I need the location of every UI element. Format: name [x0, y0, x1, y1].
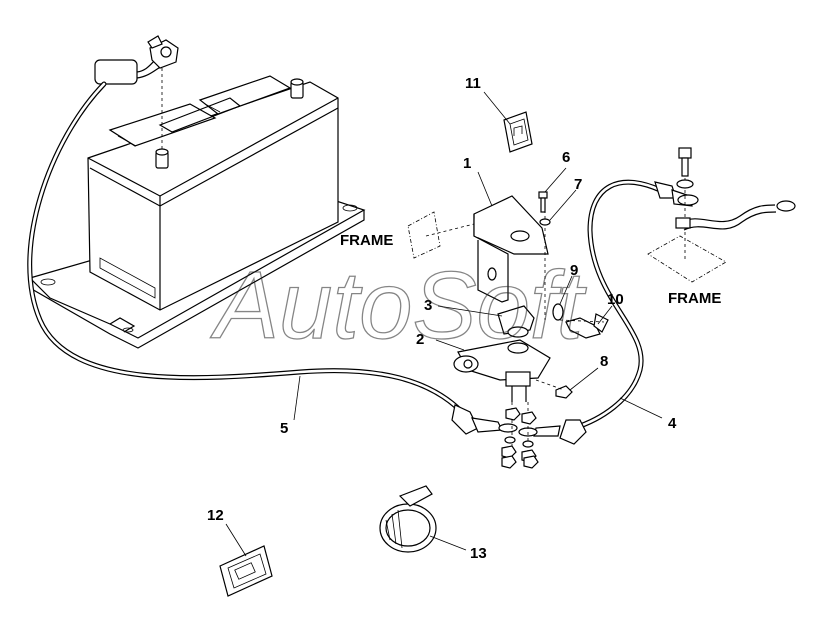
callout-6: 6 — [562, 149, 570, 166]
frame-ground-right — [647, 147, 796, 283]
callout-12: 12 — [207, 507, 224, 524]
battery-cable-4 — [518, 179, 699, 445]
callout-5: 5 — [280, 420, 288, 437]
frame-label-right: FRAME — [668, 290, 721, 307]
decal-11 — [503, 111, 533, 153]
callout-7: 7 — [574, 176, 582, 193]
callout-3: 3 — [424, 297, 432, 314]
washer-9 — [552, 303, 564, 321]
decal-12 — [219, 545, 273, 597]
battery-cable-5 — [27, 81, 518, 435]
callout-4: 4 — [668, 415, 677, 432]
terminal-hardware — [501, 402, 539, 469]
battery — [87, 75, 339, 311]
frame-label-left: FRAME — [340, 232, 393, 249]
callout-2: 2 — [416, 331, 424, 348]
mounting-bracket — [473, 195, 549, 320]
disconnect-switch — [453, 339, 551, 402]
battery-terminal-clamp — [94, 35, 179, 152]
callout-10: 10 — [607, 291, 624, 308]
callout-9: 9 — [570, 262, 578, 279]
frame-mount-left — [407, 211, 483, 259]
callout-8: 8 — [600, 353, 608, 370]
callout-13: 13 — [470, 545, 487, 562]
cable-tie-13 — [379, 485, 437, 553]
screw-6 — [538, 191, 548, 213]
leader-lines — [225, 91, 663, 557]
bolt-10 — [559, 313, 609, 339]
callout-1: 1 — [463, 155, 471, 172]
nut-8 — [535, 379, 573, 399]
watermark: AutoSoft — [210, 252, 587, 359]
washer-7 — [539, 218, 551, 226]
switch-knob — [497, 305, 535, 338]
callout-11: 11 — [465, 75, 481, 92]
